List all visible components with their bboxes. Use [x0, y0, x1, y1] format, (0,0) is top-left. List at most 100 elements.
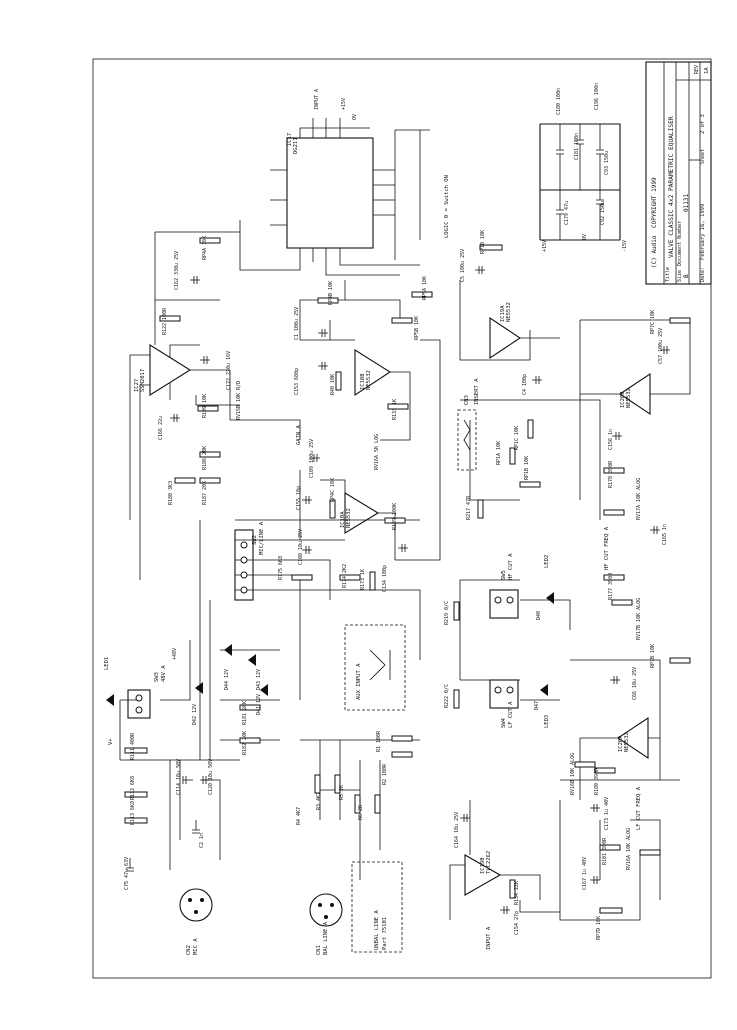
part-label: RP10 10K	[480, 230, 486, 254]
part-label: C167 1u 40V	[582, 857, 588, 890]
part-label: RV17B 10K ALOG	[636, 598, 642, 640]
sw4-ref: SW4	[501, 717, 507, 728]
lbl-ov-ic17: OV	[352, 114, 358, 120]
sheet-border	[92, 58, 712, 979]
part-label: R133 1K	[392, 399, 398, 420]
part-label: D47	[534, 701, 540, 710]
ic27-part: SSM2017	[140, 369, 146, 392]
part-label: RV16A 10K ALOG	[626, 828, 632, 870]
tb-docnum: 01131	[683, 194, 690, 212]
ic19b-part: TLC2262	[486, 851, 492, 874]
part-label: D43 12V	[256, 669, 262, 690]
part-label: RP1B 10K	[524, 456, 530, 480]
ic20b-part: NE5532	[626, 388, 632, 408]
part-label: C66 10u 25V	[632, 667, 638, 700]
cn2-ref: CN2	[186, 945, 192, 955]
part-label: C196 100n	[594, 83, 600, 110]
ic17-dg211: IC17 DG211 INPUT A +15V OV LOGIC 0 = Swi…	[239, 89, 450, 276]
part-label: R180 390R	[594, 767, 600, 795]
part-label: R5 2K	[339, 785, 345, 800]
lbl-gain: GAIN A	[296, 424, 302, 445]
tb-date: February 16, 1999	[700, 204, 706, 260]
part-label: RP5B 10K	[414, 316, 420, 340]
cn2-name: MIC A	[193, 938, 199, 955]
part-label: R1 100R	[376, 730, 382, 752]
part-label: C179 47u	[564, 201, 570, 225]
part-label: R187 20K	[202, 481, 208, 505]
part-label: R173 1K	[360, 569, 366, 590]
part-label: R180 3K3	[168, 481, 174, 505]
part-label: C2 1n	[199, 833, 205, 848]
cn1-ref: CN1	[316, 945, 322, 955]
part-label: C93 150u	[604, 151, 610, 175]
lbl-v15p-ic17: +15V	[341, 98, 347, 110]
part-label: C165 1n	[662, 524, 668, 545]
part-label: D41 12V	[256, 694, 262, 715]
sw4-name: LF CUT A	[508, 701, 514, 728]
tb-title-label: Title	[665, 267, 671, 282]
part-label: R217 47R	[466, 495, 472, 520]
sw-fine: +48V	[172, 648, 178, 660]
tb-rev-label: REV	[694, 65, 700, 74]
part-label: R181 20K	[242, 701, 248, 725]
tb-docnum-label: Document Number	[677, 221, 683, 266]
resistors	[124, 237, 691, 914]
ic10b-ref: IC10B	[360, 373, 366, 390]
tb-copyright: COPYRIGHT 1999	[651, 177, 658, 228]
part-label: RP7C 10K	[650, 310, 656, 334]
tb-sheet: 2 of 3	[700, 114, 706, 134]
tb-date-label: Date:	[700, 267, 706, 282]
part-label: R177 390R	[608, 572, 614, 600]
part-label: RP1A 10K	[496, 441, 502, 465]
lbl-vplus: V+	[108, 738, 114, 745]
part-label: RP5A 10K	[422, 276, 428, 300]
part-label: R122 100R	[162, 307, 168, 335]
tb-company: (C) Audio	[651, 235, 658, 268]
ic10a-ref: IC10A	[340, 511, 346, 528]
lbl-ov-top: OV	[582, 234, 588, 240]
capacitors	[126, 266, 670, 914]
ic19a-ref: IC19A	[500, 305, 506, 322]
part-label: RP4B 10K	[328, 281, 334, 305]
part-label: C162 330u 25V	[174, 251, 180, 290]
part-label: D40	[536, 611, 542, 620]
part-label: RP7B 10K	[650, 644, 656, 668]
part-label: C180 100n	[556, 88, 562, 115]
part-label: C181 100n	[574, 133, 580, 160]
switches: SW2 MIC/LINE A SW3 48V A +48V SW4 LF CUT…	[127, 521, 519, 728]
part-label: C1 100u 25V	[294, 307, 300, 340]
sw3-name: 48V A	[161, 665, 167, 682]
tb-rev: 1A	[704, 67, 710, 74]
part-label: C75 47u 63V	[124, 857, 130, 890]
part-label: C57 100u 25V	[658, 328, 664, 364]
part-label: C120 10u 50V	[208, 759, 214, 795]
ic20b-ref: IC20B	[620, 391, 626, 408]
input-a-bottom: INPUT A	[486, 926, 492, 950]
ic10b-part: NE5532	[366, 370, 372, 390]
sw2-name: MIC/LINE A	[259, 521, 265, 555]
lbl-led2: LED2	[544, 555, 550, 568]
ic19a-part: NE5532	[506, 302, 512, 322]
part-label: C173 1u 40V	[604, 797, 610, 830]
part-label: C134 100p	[382, 565, 388, 592]
part-label: R219 0/C	[444, 601, 450, 625]
part-label: R112 6K8	[130, 776, 136, 800]
part-label: RP7D 10K	[596, 916, 602, 940]
lbl-lf-cut-freq: LF CUT FREQ A	[636, 786, 642, 830]
ic27-ref: IC27	[134, 379, 140, 392]
part-label: C109 100u 25V	[309, 439, 315, 478]
part-label: RV16B 10K ALOG	[570, 753, 576, 795]
unbal-part: Part 75101	[382, 917, 388, 950]
lbl-hf-cut-freq: HF CUT FREQ A	[604, 526, 610, 570]
part-label: C5 100u 25V	[460, 249, 466, 282]
part-label: R101 390R	[602, 837, 608, 865]
sw2-ref: SW2	[252, 535, 258, 545]
part-label: R111 400R	[130, 732, 136, 760]
part-label: R178 390R	[608, 460, 614, 488]
aux-input: AUX INPUT A	[356, 663, 362, 700]
lbl-led3: LED3	[544, 715, 550, 728]
lbl-v15n-top: -15V	[622, 240, 628, 252]
ic20a-part: NE5532	[624, 732, 630, 752]
part-label: RV15B 10K R/D	[236, 381, 242, 420]
